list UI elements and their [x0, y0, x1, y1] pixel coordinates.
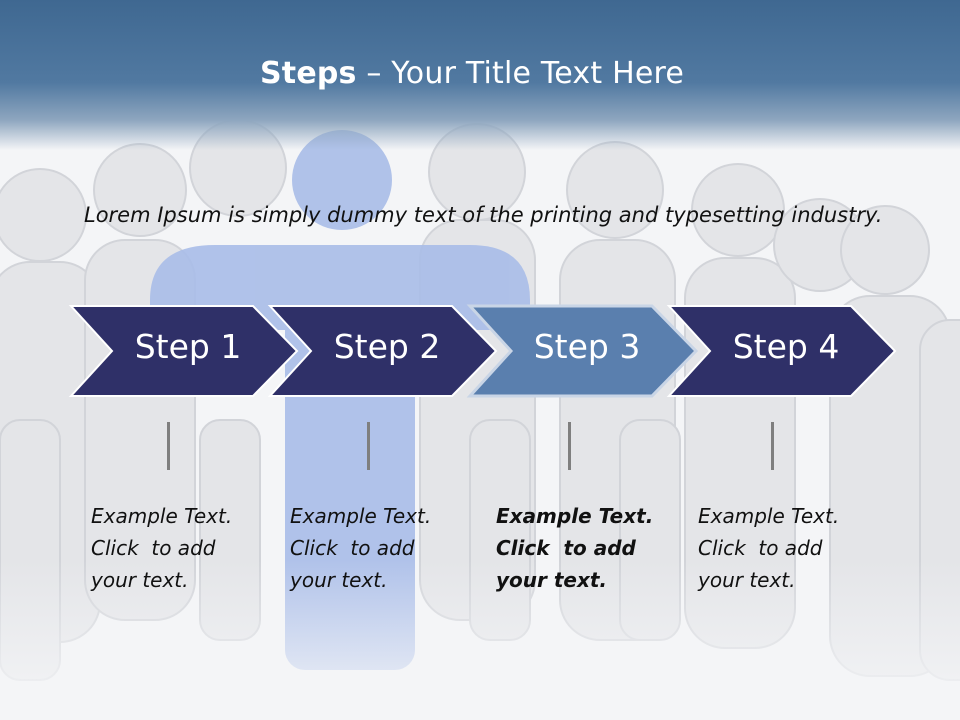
step-2-text-line: Click to add: [290, 536, 415, 560]
step-3-label: Step 3: [533, 327, 641, 366]
step-1-connector: [167, 422, 170, 470]
step-1-text-line: Click to add: [91, 536, 216, 560]
step-3-text[interactable]: Example Text. Click to add your text.: [496, 500, 681, 596]
step-2-text[interactable]: Example Text. Click to add your text.: [290, 500, 475, 596]
title-rest: – Your Title Text Here: [356, 56, 685, 91]
step-2-chevron[interactable]: [267, 305, 498, 397]
slide-title[interactable]: Steps – Your Title Text Here: [0, 56, 944, 91]
step-2-text-line: Example Text.: [290, 504, 432, 528]
step-1-chevron[interactable]: [68, 305, 299, 397]
step-1-text-line: Example Text.: [91, 504, 233, 528]
step-2-text-line: your text.: [290, 568, 388, 592]
step-1-text-line: your text.: [91, 568, 189, 592]
step-3-text-line: Click to add: [496, 536, 636, 560]
step-4-text[interactable]: Example Text. Click to add your text.: [698, 500, 883, 596]
step-2-label: Step 2: [333, 327, 441, 366]
step-1-label: Step 1: [134, 327, 242, 366]
step-3-chevron[interactable]: [466, 304, 699, 398]
step-3-text-line: your text.: [496, 568, 608, 592]
title-bar: [0, 0, 960, 150]
step-4-connector: [771, 422, 774, 470]
step-4-chevron[interactable]: [666, 305, 897, 397]
intro-text[interactable]: Lorem Ipsum is simply dummy text of the …: [84, 203, 883, 227]
step-4-text-line: Example Text.: [698, 504, 840, 528]
title-bold: Steps: [259, 56, 357, 91]
step-3-connector: [568, 422, 571, 470]
step-4-text-line: your text.: [698, 568, 796, 592]
step-4-label: Step 4: [732, 327, 840, 366]
step-3-text-line: Example Text.: [496, 504, 654, 528]
step-4-text-line: Click to add: [698, 536, 823, 560]
step-2-connector: [367, 422, 370, 470]
step-1-text[interactable]: Example Text. Click to add your text.: [91, 500, 276, 596]
